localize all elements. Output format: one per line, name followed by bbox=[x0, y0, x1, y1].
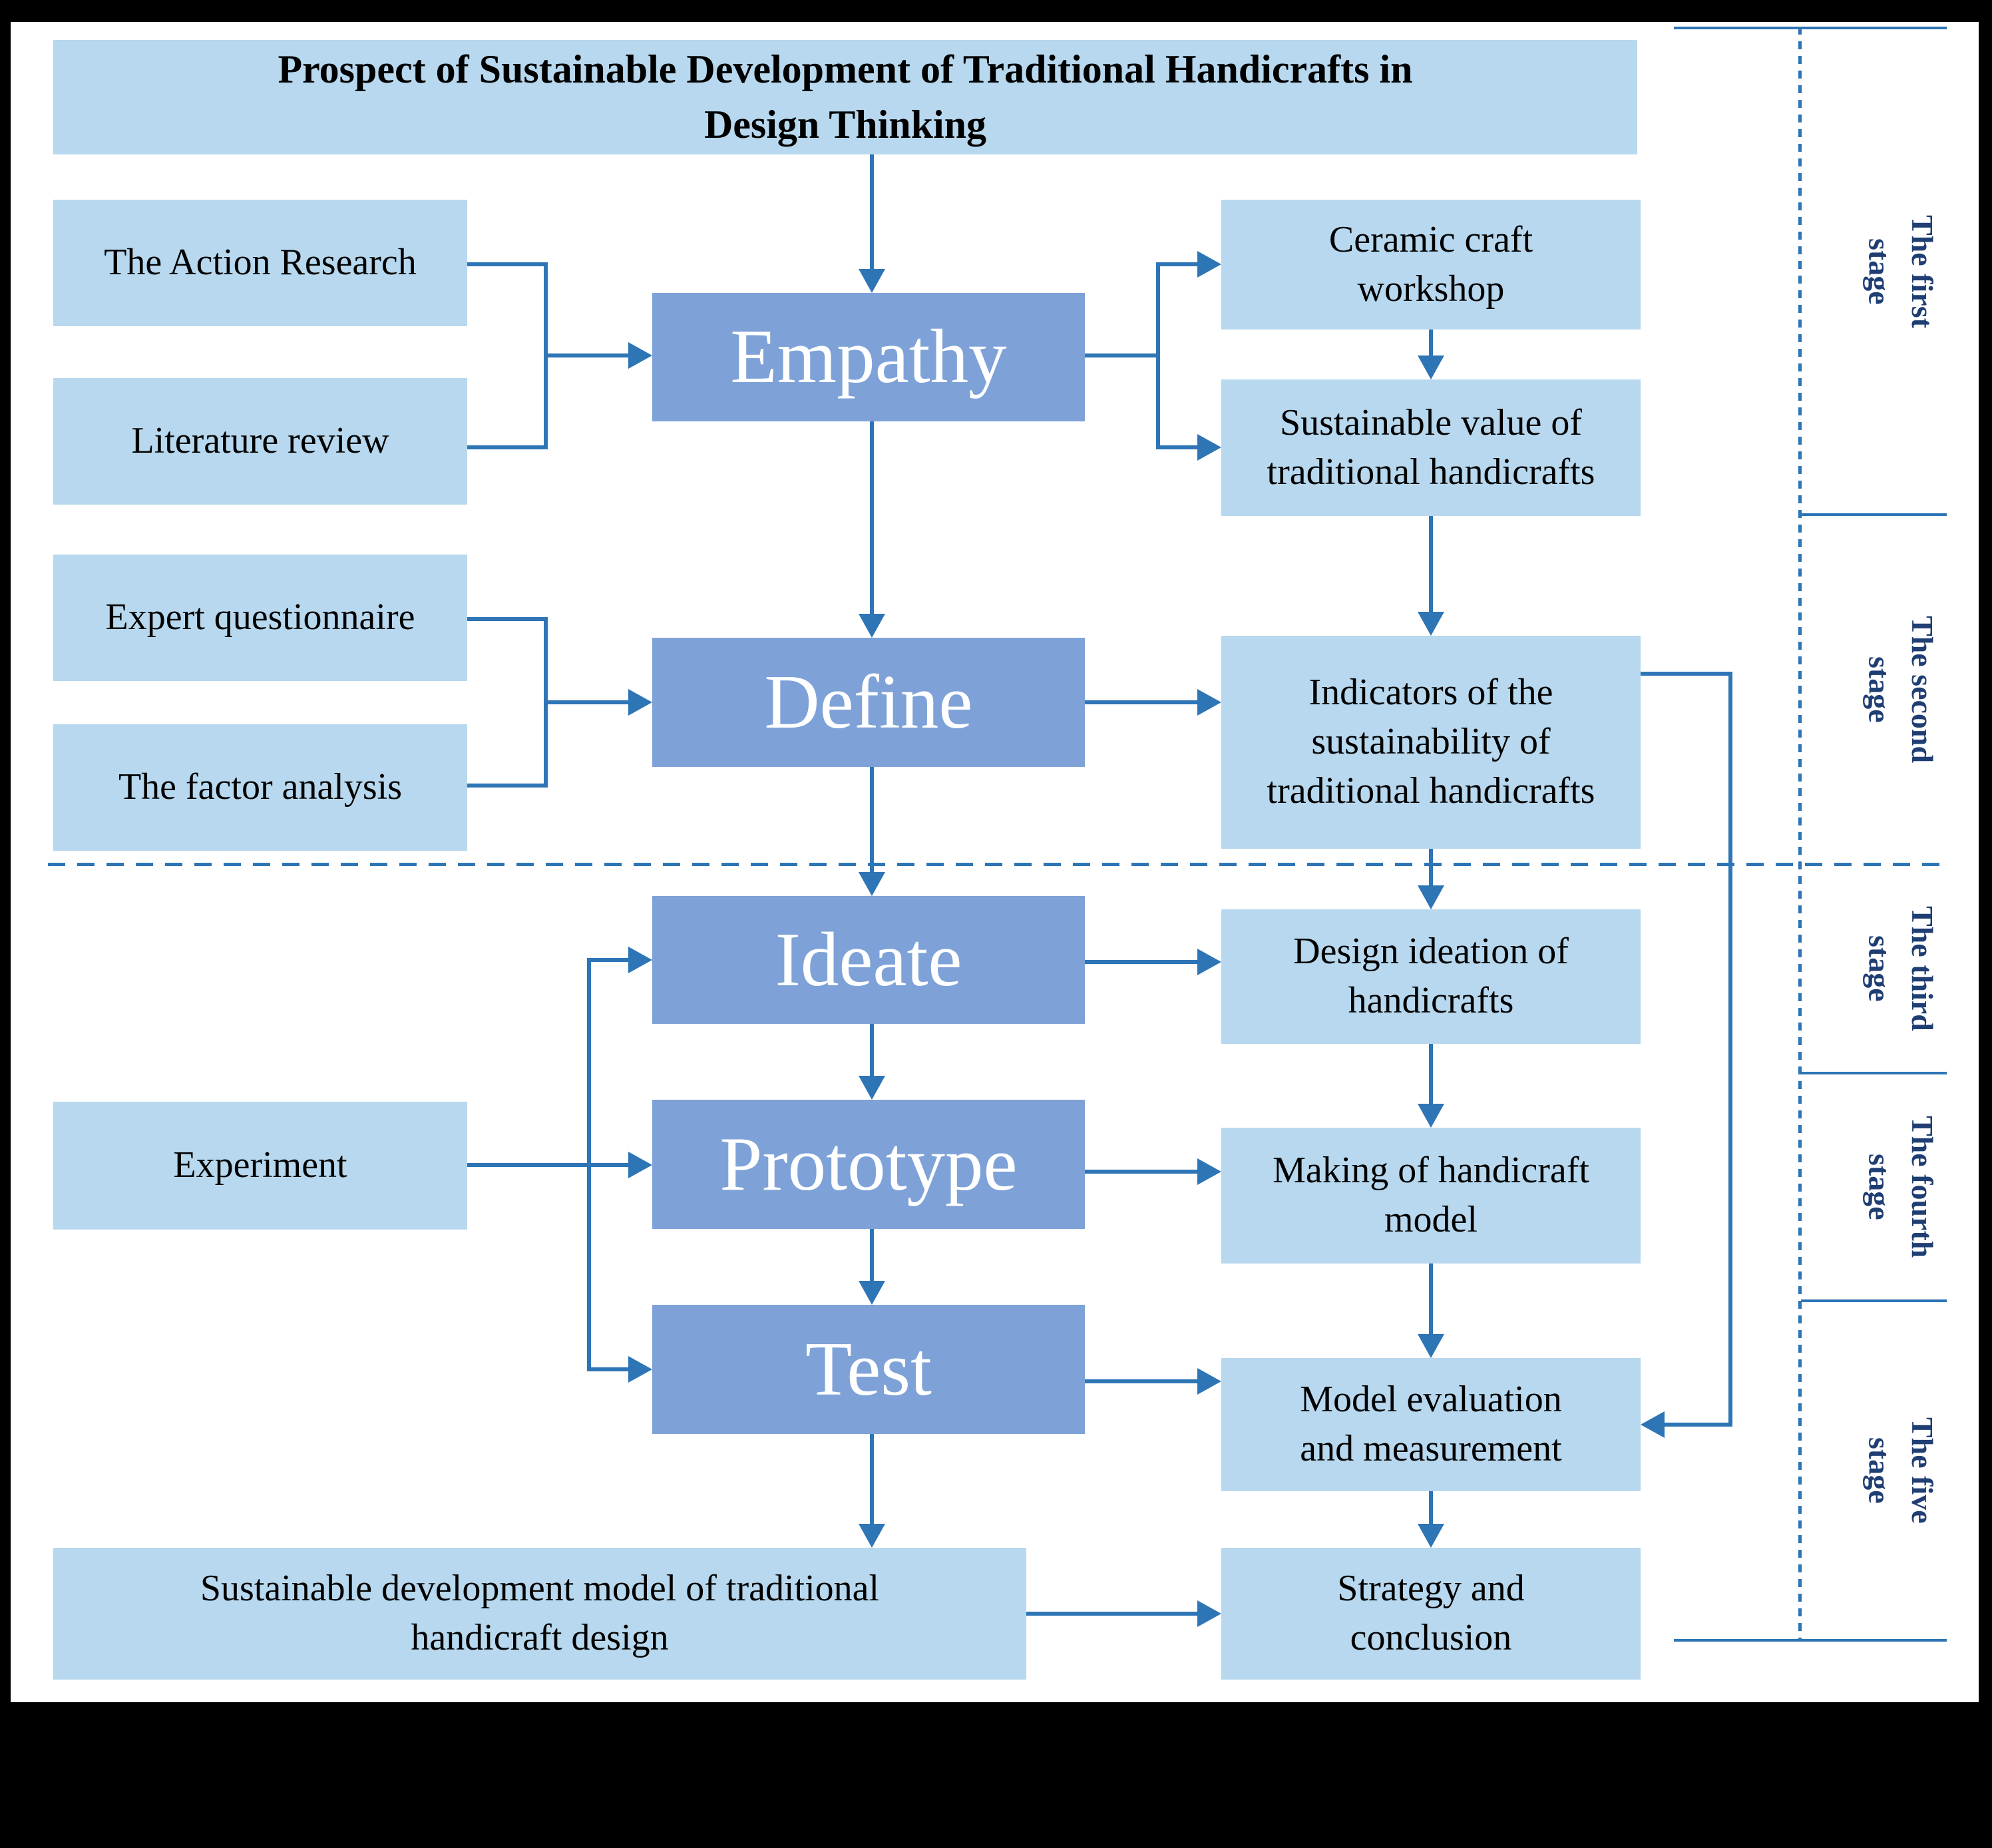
arrowhead-making-to-model-evaluation bbox=[1418, 1334, 1444, 1358]
box-factor-analysis: The factor analysis bbox=[53, 724, 467, 851]
arrowhead-title-to-empathy bbox=[859, 269, 885, 293]
box-sustainable-model: Sustainable development model of traditi… bbox=[53, 1548, 1026, 1680]
box-prototype: Prototype bbox=[652, 1100, 1085, 1229]
arrowhead-design-ideation-to-making bbox=[1418, 1104, 1444, 1128]
box-ideate: Ideate bbox=[652, 896, 1085, 1024]
title-box: Prospect of Sustainable Development of T… bbox=[53, 40, 1637, 154]
connector-empathy-out bbox=[1085, 353, 1158, 357]
box-expert-questionnaire: Expert questionnaire bbox=[53, 555, 467, 681]
arrow-title-to-empathy bbox=[870, 154, 874, 270]
arrow-empathy-to-ceramic bbox=[1158, 262, 1199, 266]
arrowhead-define-to-ideate bbox=[859, 872, 885, 896]
box-experiment: Experiment bbox=[53, 1102, 467, 1230]
arrow-design-ideation-to-making bbox=[1429, 1044, 1433, 1105]
box-empathy: Empathy bbox=[652, 293, 1085, 421]
arrow-experiment-to-test bbox=[589, 1367, 630, 1371]
arrowhead-test-to-sustainable-model bbox=[859, 1524, 885, 1548]
arrowhead-prototype-to-making bbox=[1197, 1158, 1221, 1185]
box-sustainable-value: Sustainable value of traditional handicr… bbox=[1221, 379, 1641, 516]
arrowhead-sustainable-model-to-strategy bbox=[1197, 1600, 1221, 1627]
arrowhead-experiment-to-ideate bbox=[628, 947, 652, 973]
arrow-sustainable-model-to-strategy bbox=[1026, 1612, 1199, 1616]
feedback-vertical bbox=[1728, 672, 1732, 1427]
bracket-experiment-branch bbox=[587, 958, 591, 1371]
arrowhead-experiment-to-prototype bbox=[628, 1152, 652, 1178]
arrow-define-to-indicators bbox=[1085, 700, 1199, 704]
arrowhead-indicators-to-design-ideation bbox=[1418, 885, 1444, 909]
arrow-inputs-to-empathy bbox=[546, 353, 630, 357]
connector-action-research bbox=[467, 262, 548, 266]
arrowhead-sustainable-value-to-indicators bbox=[1418, 612, 1444, 636]
box-strategy-conclusion: Strategy and conclusion bbox=[1221, 1548, 1641, 1680]
arrowhead-ideate-to-design-ideation bbox=[1197, 949, 1221, 975]
arrow-experiment-to-prototype bbox=[467, 1163, 630, 1167]
arrow-ideate-to-design-ideation bbox=[1085, 960, 1199, 964]
arrowhead-ideate-to-prototype bbox=[859, 1076, 885, 1100]
feedback-into-model-evaluation bbox=[1663, 1423, 1730, 1427]
stage-bracket-line-3-4 bbox=[1801, 1072, 1947, 1074]
phase-separator-dashed-line bbox=[48, 863, 1947, 866]
box-action-research: The Action Research bbox=[53, 200, 467, 326]
arrow-prototype-to-test bbox=[870, 1229, 874, 1282]
arrowhead-empathy-to-sustainable-value bbox=[1197, 434, 1221, 461]
arrow-ceramic-to-sustainable-value bbox=[1429, 330, 1433, 357]
arrow-empathy-to-define bbox=[870, 421, 874, 615]
box-ceramic-workshop: Ceramic craft workshop bbox=[1221, 200, 1641, 330]
stage-bracket-dashed-vertical bbox=[1798, 27, 1802, 1642]
stage-label-five: The five stage bbox=[1862, 1417, 1939, 1524]
title-line1: Prospect of Sustainable Development of T… bbox=[278, 47, 1413, 92]
arrow-prototype-to-making bbox=[1085, 1170, 1199, 1174]
stage-label-first: The first stage bbox=[1862, 215, 1939, 328]
arrowhead-inputs-to-define bbox=[628, 689, 652, 716]
connector-expert-questionnaire bbox=[467, 617, 548, 621]
arrow-indicators-to-design-ideation bbox=[1429, 849, 1433, 887]
arrow-model-evaluation-to-strategy bbox=[1429, 1491, 1433, 1525]
arrow-inputs-to-define bbox=[546, 700, 630, 704]
bracket-empathy-outputs bbox=[1156, 262, 1160, 449]
arrow-test-to-model-evaluation bbox=[1085, 1379, 1199, 1383]
stage-bracket-top-line bbox=[1674, 27, 1947, 29]
box-indicators: Indicators of the sustainability of trad… bbox=[1221, 636, 1641, 849]
arrowhead-experiment-to-test bbox=[628, 1356, 652, 1383]
box-define: Define bbox=[652, 638, 1085, 767]
arrowhead-ceramic-to-sustainable-value bbox=[1418, 355, 1444, 379]
stage-bracket-line-1-2 bbox=[1801, 513, 1947, 516]
stage-label-second: The second stage bbox=[1862, 616, 1939, 764]
arrowhead-define-to-indicators bbox=[1197, 689, 1221, 716]
arrowhead-test-to-model-evaluation bbox=[1197, 1368, 1221, 1395]
box-making-model: Making of handicraft model bbox=[1221, 1128, 1641, 1264]
box-model-evaluation: Model evaluation and measurement bbox=[1221, 1358, 1641, 1491]
feedback-indicators-out bbox=[1641, 672, 1732, 676]
arrowhead-prototype-to-test bbox=[859, 1281, 885, 1305]
arrowhead-feedback-model-evaluation bbox=[1641, 1411, 1665, 1438]
stage-bracket-line-4-5 bbox=[1801, 1299, 1947, 1302]
arrowhead-empathy-to-ceramic bbox=[1197, 251, 1221, 278]
box-test: Test bbox=[652, 1305, 1085, 1434]
arrow-ideate-to-prototype bbox=[870, 1024, 874, 1077]
box-design-ideation: Design ideation of handicrafts bbox=[1221, 909, 1641, 1044]
arrowhead-empathy-to-define bbox=[859, 614, 885, 638]
stage-label-third: The third stage bbox=[1862, 906, 1939, 1031]
connector-literature-review bbox=[467, 445, 548, 449]
connector-factor-analysis bbox=[467, 784, 548, 788]
arrowhead-inputs-to-empathy bbox=[628, 342, 652, 369]
arrow-sustainable-value-to-indicators bbox=[1429, 516, 1433, 613]
arrow-define-to-ideate bbox=[870, 767, 874, 873]
arrowhead-model-evaluation-to-strategy bbox=[1418, 1524, 1444, 1548]
arrow-empathy-to-sustainable-value bbox=[1158, 445, 1199, 449]
title-line2: Design Thinking bbox=[703, 103, 987, 146]
box-literature-review: Literature review bbox=[53, 378, 467, 505]
stage-label-fourth: The fourth stage bbox=[1862, 1116, 1939, 1258]
arrow-experiment-to-ideate bbox=[589, 958, 630, 962]
arrow-making-to-model-evaluation bbox=[1429, 1264, 1433, 1335]
stage-bracket-bottom-line bbox=[1674, 1639, 1947, 1642]
arrow-test-to-sustainable-model bbox=[870, 1434, 874, 1525]
